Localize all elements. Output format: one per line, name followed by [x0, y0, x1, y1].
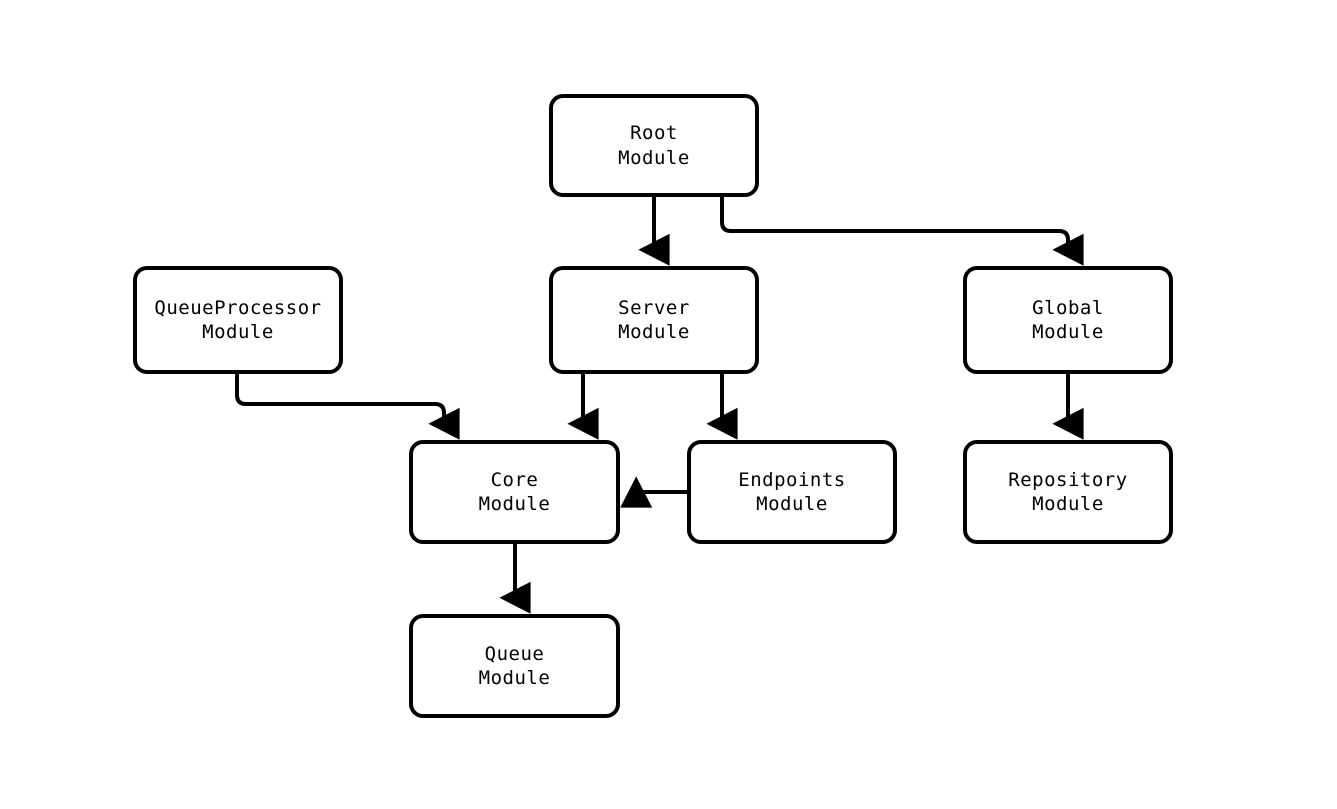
node-endpoints-module-label-line1: Endpoints — [738, 468, 846, 491]
node-global-module-label-line2: Module — [1032, 321, 1104, 343]
node-core-module-label-line2: Module — [478, 493, 551, 515]
node-endpoints-module[interactable]: Endpoints Module — [687, 440, 897, 544]
node-core-module[interactable]: Core Module — [409, 440, 620, 544]
node-global-module[interactable]: Global Module — [963, 266, 1173, 374]
node-global-module-label-line1: Global — [1032, 296, 1104, 319]
node-endpoints-module-label-line2: Module — [756, 493, 828, 515]
node-queueprocessor-module[interactable]: QueueProcessor Module — [133, 266, 343, 374]
node-repository-module-label-line1: Repository — [1008, 468, 1128, 491]
node-queue-module-label-line2: Module — [478, 667, 551, 689]
node-queue-module-label-line1: Queue — [484, 642, 545, 665]
node-core-module-label-line1: Core — [490, 468, 539, 491]
node-repository-module-label-line2: Module — [1032, 493, 1104, 515]
node-server-module-label-line1: Server — [618, 296, 690, 319]
node-server-module-label-line2: Module — [618, 321, 690, 343]
node-root-module-label-line1: Root — [630, 122, 678, 145]
node-queueprocessor-module-label-line2: Module — [202, 321, 274, 343]
edge-queueprocessor-to-core — [235, 374, 460, 440]
node-queueprocessor-module-label-line1: QueueProcessor — [154, 296, 322, 319]
edge-root-to-global — [720, 197, 1084, 266]
node-server-module[interactable]: Server Module — [549, 266, 759, 374]
node-repository-module[interactable]: Repository Module — [963, 440, 1173, 544]
node-root-module[interactable]: Root Module — [549, 94, 759, 197]
node-queue-module[interactable]: Queue Module — [409, 614, 620, 718]
node-root-module-label-line2: Module — [618, 146, 690, 169]
